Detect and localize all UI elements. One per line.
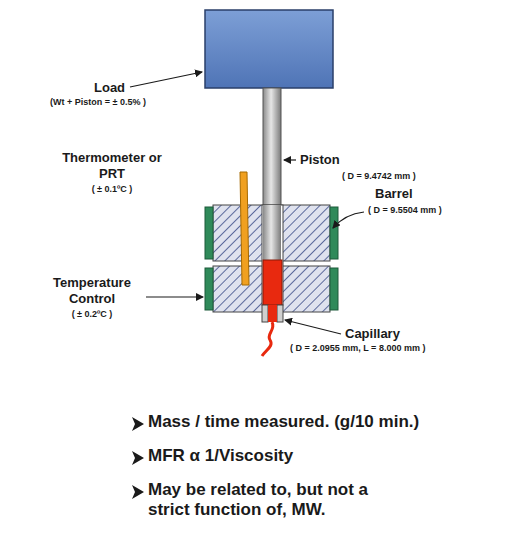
dimension-note: ( D = 9.4742 mm )	[342, 171, 416, 182]
leader-arrow	[285, 320, 341, 334]
part-label: Temperature Control	[40, 275, 144, 306]
leader-arrow	[130, 72, 202, 87]
part-label: Load	[94, 80, 125, 96]
bullet-text: MFR α 1/Viscosity	[148, 446, 508, 466]
part-label: Thermometer or PRT	[60, 150, 164, 181]
dimension-note: ( D = 9.5504 mm )	[368, 205, 442, 216]
polymer-melt	[263, 260, 282, 305]
bullet-marker	[132, 451, 144, 465]
part-label: Barrel	[375, 186, 413, 202]
thermometer	[240, 172, 249, 285]
dimension-note: ( D = 2.0955 mm, L = 8.000 mm )	[290, 343, 425, 354]
leader-arrow	[333, 212, 364, 228]
capillary-melt	[268, 305, 277, 322]
capillary-die	[262, 305, 268, 322]
barrel-upper	[213, 205, 330, 261]
heater-band	[330, 207, 338, 259]
barrel-bore	[262, 205, 283, 305]
capillary-die	[277, 305, 283, 322]
tolerance-note: (Wt + Piston = ± 0.5% )	[50, 97, 146, 108]
bullet-marker	[132, 417, 144, 431]
piston-tip	[263, 205, 281, 260]
bullet-marker	[132, 485, 144, 499]
heater-band	[205, 268, 213, 310]
drawing-part	[132, 417, 144, 499]
extrudate	[262, 322, 273, 356]
heater-band	[330, 268, 338, 310]
tolerance-note: ( ± 0.1ºC )	[60, 184, 164, 195]
load-weight	[205, 10, 333, 88]
leader-arrow	[284, 159, 296, 160]
bullet-text: May be related to, but not a strict func…	[148, 480, 403, 521]
leader-arrow	[146, 296, 203, 297]
bullet-text: Mass / time measured. (g/10 min.)	[148, 412, 508, 432]
tolerance-note: ( ± 0.2ºC )	[40, 309, 144, 320]
piston-rod	[263, 88, 281, 260]
part-label: Capillary	[345, 326, 400, 342]
part-label: Piston	[300, 152, 340, 168]
heater-band	[205, 207, 213, 259]
